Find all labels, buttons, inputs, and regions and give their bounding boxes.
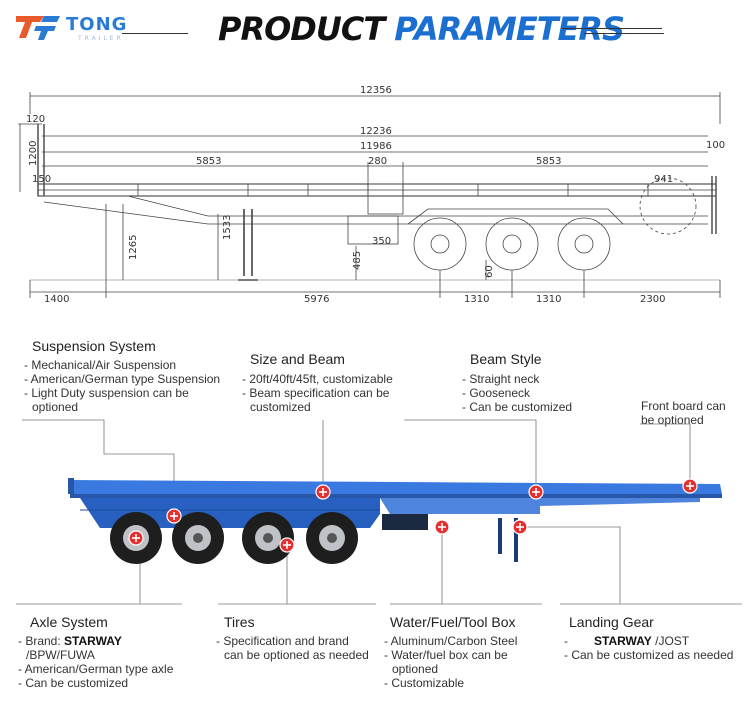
brand-logo: TONG TRAILER — [14, 10, 154, 44]
dim-overall-length: 12356 — [360, 85, 392, 96]
tires-item: can be optioned as needed — [224, 648, 369, 662]
tires-list: - Specification and brand can be optione… — [216, 634, 369, 662]
beam-style-item: - Gooseneck — [462, 386, 531, 400]
landing-gear-item: - Can be customized as needed — [564, 648, 734, 662]
dim-mid-gap: 350 — [372, 236, 391, 247]
dim-axle-to-leg: 5976 — [304, 294, 329, 305]
size-beam-item: - Beam specification can be — [242, 386, 390, 400]
axle-brand: - Brand: STARWAY — [18, 634, 173, 648]
dim-axle-spacing-1: 1310 — [464, 294, 489, 305]
beam-style-item: - Can be customized — [462, 400, 573, 414]
trailer-illustration — [16, 419, 742, 605]
axle-brand-prefix: - Brand: — [18, 634, 65, 648]
size-beam-item: - 20ft/40ft/45ft, customizable — [242, 372, 393, 386]
header-line-right-top — [562, 28, 662, 29]
dim-landing-height: 1533 — [222, 215, 233, 240]
suspension-item: - Light Duty suspension can be — [24, 386, 189, 400]
front-board-list: Front board can be optioned — [641, 399, 726, 427]
landing-gear-brand: - STARWAY /JOST — [564, 634, 733, 648]
technical-drawing: 12356 120 12236 11986 100 1200 5853 280 … — [18, 85, 725, 305]
dim-axle-spacing-2: 1310 — [536, 294, 561, 305]
title-word-parameters: PARAMETERS — [394, 10, 625, 48]
dim-kingpin-setback: 1400 — [44, 294, 69, 305]
dim-right-section: 5853 — [536, 156, 561, 167]
dim-deck-length: 12236 — [360, 126, 392, 137]
page-title: PRODUCT PARAMETERS — [218, 10, 625, 48]
toolbox-item: - Customizable — [384, 676, 465, 690]
axle-list: - Brand: STARWAY /BPW/FUWA - American/Ge… — [18, 634, 173, 690]
suspension-list: - Mechanical/Air Suspension - American/G… — [24, 358, 220, 414]
axle-item: - Can be customized — [18, 676, 129, 690]
dim-center-section: 280 — [368, 156, 387, 167]
dim-beam-depth: 485 — [352, 251, 363, 270]
wheel-group — [110, 512, 358, 564]
dim-left-section: 5853 — [196, 156, 221, 167]
dim-deck-thickness: 150 — [32, 174, 51, 185]
landing-gear-brand-name: STARWAY — [594, 634, 652, 648]
toolbox-item: - Water/fuel box can be — [384, 648, 508, 662]
logo-text: TONG — [66, 14, 128, 35]
landing-gear-list: - STARWAY /JOST - Can be customized as ne… — [564, 634, 733, 662]
header-line-right-bottom — [584, 33, 664, 34]
logo-subtitle: TRAILER — [78, 35, 124, 42]
axle-item: - American/German type axle — [18, 662, 174, 676]
tires-item: - Specification and brand — [216, 634, 349, 648]
size-beam-item: customized — [250, 400, 311, 414]
landing-gear-title: Landing Gear — [569, 614, 654, 630]
landing-gear-prefix: - — [564, 634, 568, 648]
dim-inner-length: 11986 — [360, 141, 392, 152]
front-board-item: Front board can — [641, 399, 726, 413]
toolbox-item: - Aluminum/Carbon Steel — [384, 634, 518, 648]
dim-rear-overhang: 100 — [706, 140, 725, 151]
dim-tire-clearance: 60 — [484, 265, 495, 278]
dim-kingpin-height: 1265 — [128, 235, 139, 260]
suspension-item: - American/German type Suspension — [24, 372, 221, 386]
toolbox-list: - Aluminum/Carbon Steel - Water/fuel box… — [384, 634, 517, 690]
dim-rear-end: 2300 — [640, 294, 665, 305]
suspension-item: - Mechanical/Air Suspension — [24, 358, 177, 372]
beam-style-title: Beam Style — [470, 351, 542, 367]
suspension-title: Suspension System — [32, 338, 156, 354]
axle-item: /BPW/FUWA — [26, 648, 95, 662]
dim-front-offset: 120 — [26, 114, 45, 125]
axle-title: Axle System — [30, 614, 108, 630]
title-word-product: PRODUCT — [218, 10, 385, 48]
dim-rear-radius: 941 — [654, 174, 673, 185]
axle-brand-name: STARWAY — [64, 634, 122, 648]
suspension-item: optioned — [32, 400, 79, 414]
dim-height: 1200 — [28, 141, 39, 166]
landing-gear-brand-suffix: /JOST — [651, 634, 690, 648]
toolbox-item: optioned — [392, 662, 439, 676]
toolbox-title: Water/Fuel/Tool Box — [390, 614, 516, 630]
tires-title: Tires — [224, 614, 255, 630]
header-line-left — [122, 33, 188, 34]
beam-style-item: - Straight neck — [462, 372, 540, 386]
tong-logo-icon — [16, 16, 60, 40]
size-beam-list: - 20ft/40ft/45ft, customizable - Beam sp… — [242, 372, 393, 414]
size-beam-title: Size and Beam — [250, 351, 345, 367]
beam-style-list: - Straight neck - Gooseneck - Can be cus… — [462, 372, 572, 414]
front-board-item: be optioned — [641, 413, 704, 427]
